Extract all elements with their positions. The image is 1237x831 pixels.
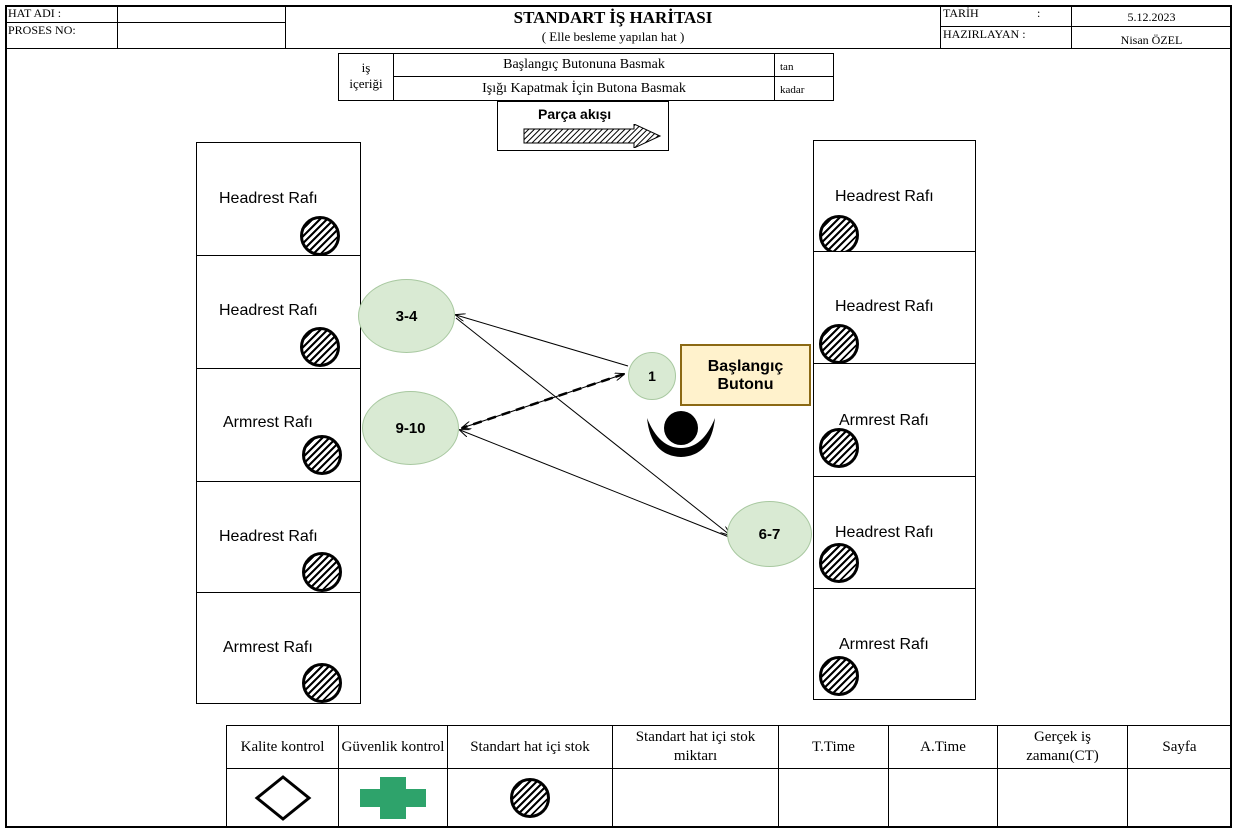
start-button-line1: Başlangıç	[707, 358, 784, 375]
part-flow-box: Parça akışı	[497, 101, 669, 151]
left-shelf-3-label: Armrest Rafı	[223, 414, 313, 431]
page-title: STANDART İŞ HARİTASI	[513, 8, 713, 27]
legend-guvenlik-symbol-cell	[338, 768, 448, 828]
work-end-suffix: kadar	[774, 76, 834, 101]
legend-stok-header: Standart hat içi stok	[447, 725, 613, 769]
step-3-4-bubble: 3-4	[358, 279, 455, 353]
step-1-bubble: 1	[628, 352, 676, 400]
legend-guvenlik-header: Güvenlik kontrol	[338, 725, 448, 769]
stock-icon	[819, 324, 859, 364]
path-line-3-4-to-6-7	[455, 317, 730, 535]
stock-icon	[302, 552, 342, 592]
legend-ct-header: Gerçek iş zamanı(CT)	[997, 725, 1128, 769]
legend-kalite-symbol-cell	[226, 768, 339, 828]
right-shelf-4-label: Headrest Rafı	[835, 524, 934, 541]
tarih-label: TARİH	[943, 6, 979, 20]
title-box: STANDART İŞ HARİTASI ( Elle besleme yapı…	[285, 5, 941, 49]
right-shelf-1: Headrest Rafı	[813, 140, 976, 255]
left-shelf-1: Headrest Rafı	[196, 142, 361, 256]
right-shelf-3-label: Armrest Rafı	[839, 412, 929, 429]
legend-sayfa-value	[1127, 768, 1232, 828]
quality-diamond-icon	[254, 775, 311, 821]
right-shelf-2-label: Headrest Rafı	[835, 298, 934, 315]
work-content-label-line1: iş	[361, 60, 371, 75]
stock-icon	[302, 663, 342, 703]
legend-t-time-value	[778, 768, 889, 828]
start-button-box: Başlangıç Butonu	[680, 344, 811, 406]
right-shelf-4: Headrest Rafı	[813, 476, 976, 589]
legend-kalite-header: Kalite kontrol	[226, 725, 339, 769]
stock-icon	[819, 428, 859, 468]
work-content-label-line2: içeriği	[349, 76, 383, 91]
path-line-1-to-3-4	[456, 315, 629, 367]
stock-icon	[819, 543, 859, 583]
legend-sayfa-header: Sayfa	[1127, 725, 1232, 769]
legend-a-time-header: A.Time	[888, 725, 998, 769]
right-shelf-2: Headrest Rafı	[813, 251, 976, 364]
stock-icon	[300, 327, 340, 367]
left-shelf-5-label: Armrest Rafı	[223, 639, 313, 656]
right-shelf-3: Armrest Rafı	[813, 363, 976, 477]
left-shelf-2: Headrest Rafı	[196, 255, 361, 369]
legend-t-time-header: T.Time	[778, 725, 889, 769]
left-shelf-5: Armrest Rafı	[196, 592, 361, 704]
legend-stok-miktari-header: Standart hat içi stok miktarı	[612, 725, 779, 769]
part-flow-label: Parça akışı	[538, 106, 612, 122]
operator-icon	[647, 411, 715, 457]
legend-stok-miktari-value	[612, 768, 779, 828]
path-arrowhead-to-1	[461, 374, 624, 429]
stock-icon	[300, 216, 340, 256]
right-shelf-1-label: Headrest Rafı	[835, 188, 934, 205]
legend-a-time-value	[888, 768, 998, 828]
left-shelf-4: Headrest Rafı	[196, 481, 361, 593]
safety-cross-icon	[360, 777, 426, 819]
right-shelf-5-label: Armrest Rafı	[839, 636, 929, 653]
path-line-6-7-to-9-10	[460, 430, 730, 538]
left-shelf-1-label: Headrest Rafı	[219, 190, 318, 207]
left-shelf-2-label: Headrest Rafı	[219, 302, 318, 319]
hazirlayan-value: Nisan ÖZEL	[1071, 26, 1232, 49]
right-shelf-5: Armrest Rafı	[813, 588, 976, 700]
stock-icon	[510, 778, 550, 818]
page-subtitle: ( Elle besleme yapılan hat )	[541, 29, 685, 44]
left-shelf-3: Armrest Rafı	[196, 368, 361, 482]
tarih-colon: :	[1037, 6, 1041, 20]
step-6-7-bubble: 6-7	[727, 501, 812, 567]
start-button-line2: Butonu	[717, 376, 774, 393]
stock-icon	[819, 656, 859, 696]
step-9-10-bubble: 9-10	[362, 391, 459, 465]
left-shelf-4-label: Headrest Rafı	[219, 528, 318, 545]
legend-stok-symbol-cell	[447, 768, 613, 828]
stock-icon	[302, 435, 342, 475]
part-flow-arrow-icon	[523, 124, 662, 148]
legend-ct-value	[997, 768, 1128, 828]
